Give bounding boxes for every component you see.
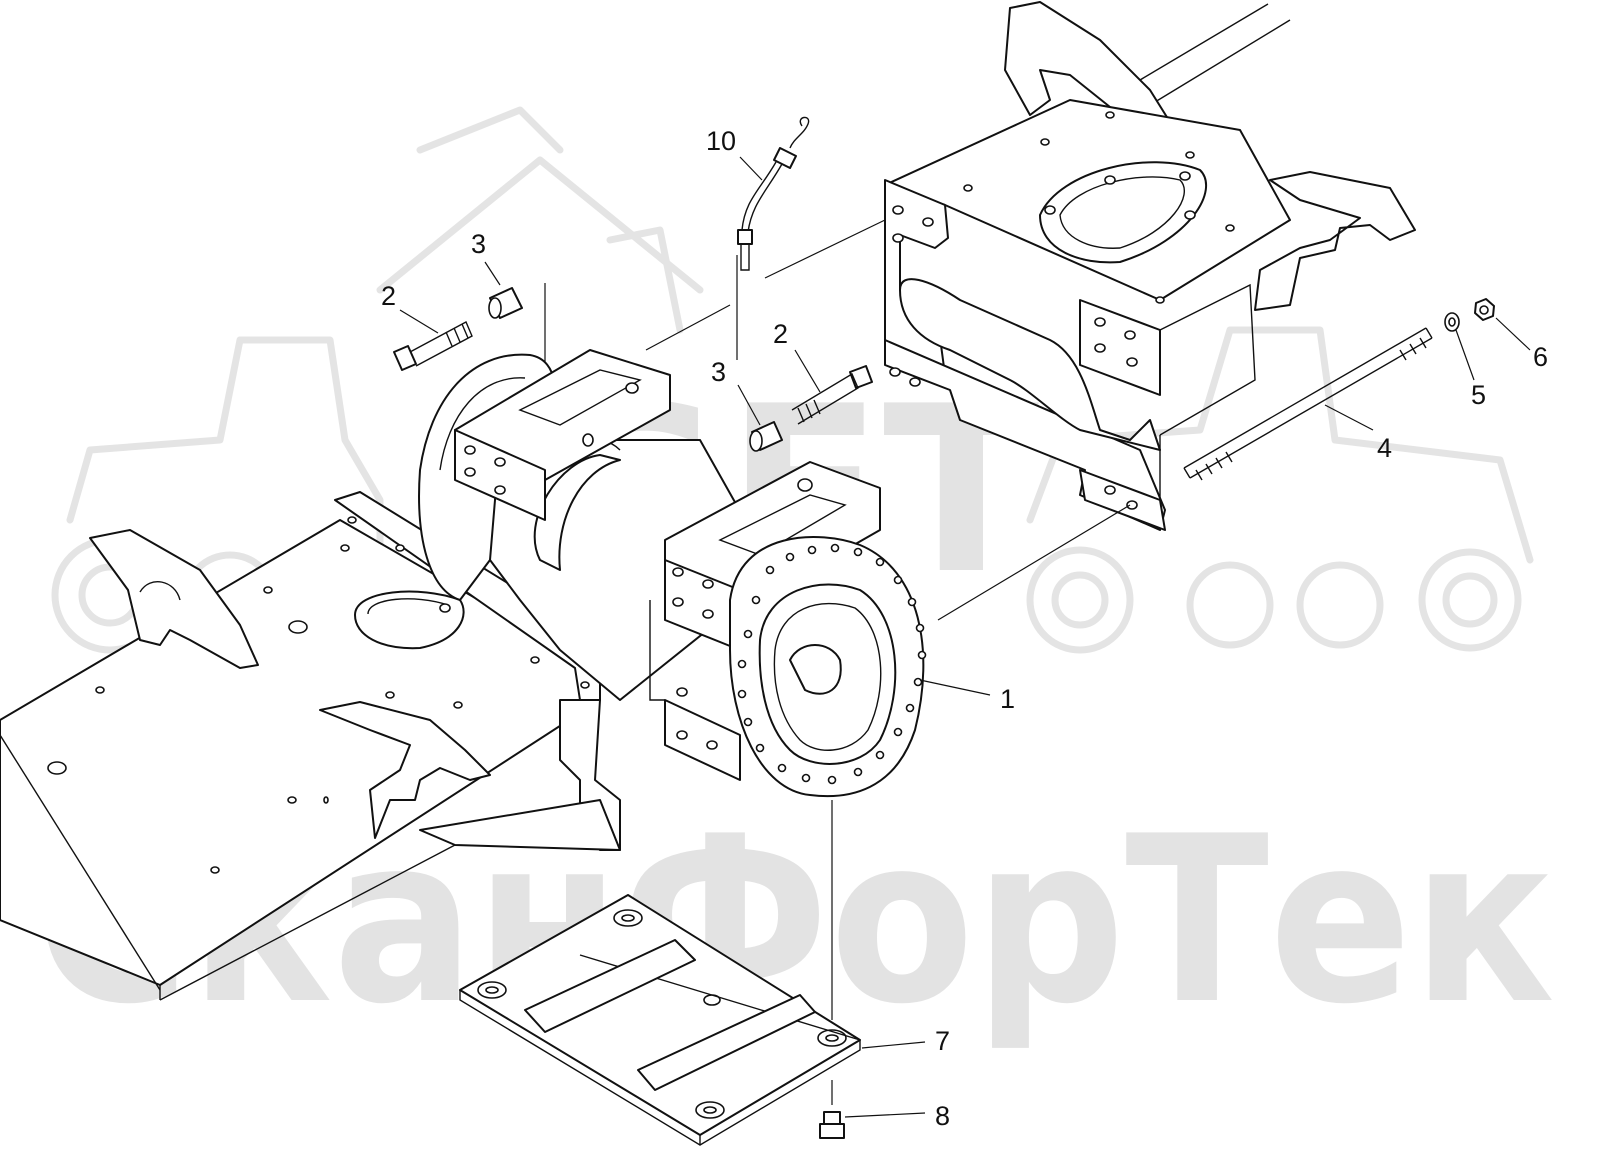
part-rear-frame [884, 1, 1416, 531]
part-bushing-center [749, 421, 783, 452]
callout-label-6: 6 [1533, 342, 1548, 372]
callout-label-2-center: 2 [773, 319, 788, 349]
part-bushing-upper-left [488, 287, 523, 319]
part-tie-rod [1183, 327, 1433, 481]
watermark-machinery-icon [51, 106, 1534, 654]
part-dipstick [737, 116, 810, 271]
part-bolt-center [791, 365, 873, 425]
part-washer [1444, 312, 1460, 332]
part-skid-plate [459, 894, 861, 1146]
callout-labels: 10 3 2 2 3 6 5 4 1 7 8 [381, 126, 1548, 1131]
callout-label-7: 7 [935, 1026, 950, 1056]
part-nut [1474, 298, 1495, 321]
callout-label-3-center: 3 [711, 357, 726, 387]
callout-label-4: 4 [1377, 433, 1392, 463]
assembly-guide-lines [544, 219, 1131, 1105]
callout-label-1: 1 [1000, 684, 1015, 714]
callout-label-10: 10 [706, 126, 736, 156]
part-axle-housing [418, 349, 927, 798]
callout-label-8: 8 [935, 1101, 950, 1131]
part-skid-bolt [819, 1111, 845, 1139]
part-front-frame [0, 491, 621, 1001]
callout-label-5: 5 [1471, 380, 1486, 410]
callout-label-2-upper: 2 [381, 281, 396, 311]
callout-leaders [399, 156, 1531, 1118]
flange-bolt-holes [737, 543, 927, 785]
callout-label-3-upper: 3 [471, 229, 486, 259]
part-bolt-upper-left [393, 321, 473, 371]
